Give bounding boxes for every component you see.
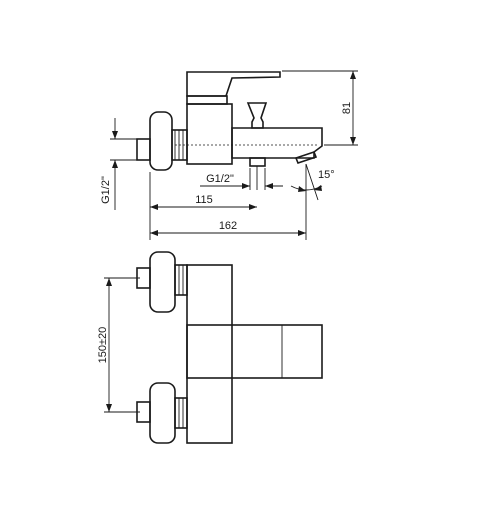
dimension-115-label: 115 [195, 194, 213, 206]
dimension-angle: 15° [290, 163, 335, 201]
wall-flange [149, 111, 173, 171]
lever-handle [186, 71, 281, 97]
dimension-height: 81 [282, 70, 358, 146]
front-spout [186, 324, 323, 379]
dimension-thread-spout: G1/2" [200, 168, 283, 190]
upper-flange [149, 251, 176, 313]
dimension-81-label: 81 [341, 102, 353, 114]
shower-outlet [249, 157, 266, 167]
dimension-150-label: 150±20 [97, 327, 109, 364]
upper-nut [174, 264, 188, 296]
eccentric-pipe [136, 138, 151, 161]
handle-stem [186, 95, 228, 105]
dimension-162: 162 [150, 200, 307, 240]
dimension-g12-side-label: G1/2" [100, 176, 112, 204]
dimension-15deg-label: 15° [318, 169, 335, 181]
front-body [186, 264, 233, 444]
dimension-115: 115 [149, 172, 257, 240]
faucet-side-view [136, 71, 323, 190]
lower-nut [174, 397, 188, 429]
dimension-spacing: 150±20 [97, 277, 140, 413]
faucet-front-view [136, 251, 323, 444]
lower-flange [149, 382, 176, 444]
diverter-knob [246, 102, 268, 129]
dimension-thread-side: G1/2" [100, 118, 142, 210]
dimension-162-label: 162 [219, 220, 237, 232]
mixer-body [186, 103, 233, 165]
dimension-g12-spout-label: G1/2" [206, 173, 234, 185]
spout-tip [294, 151, 318, 164]
